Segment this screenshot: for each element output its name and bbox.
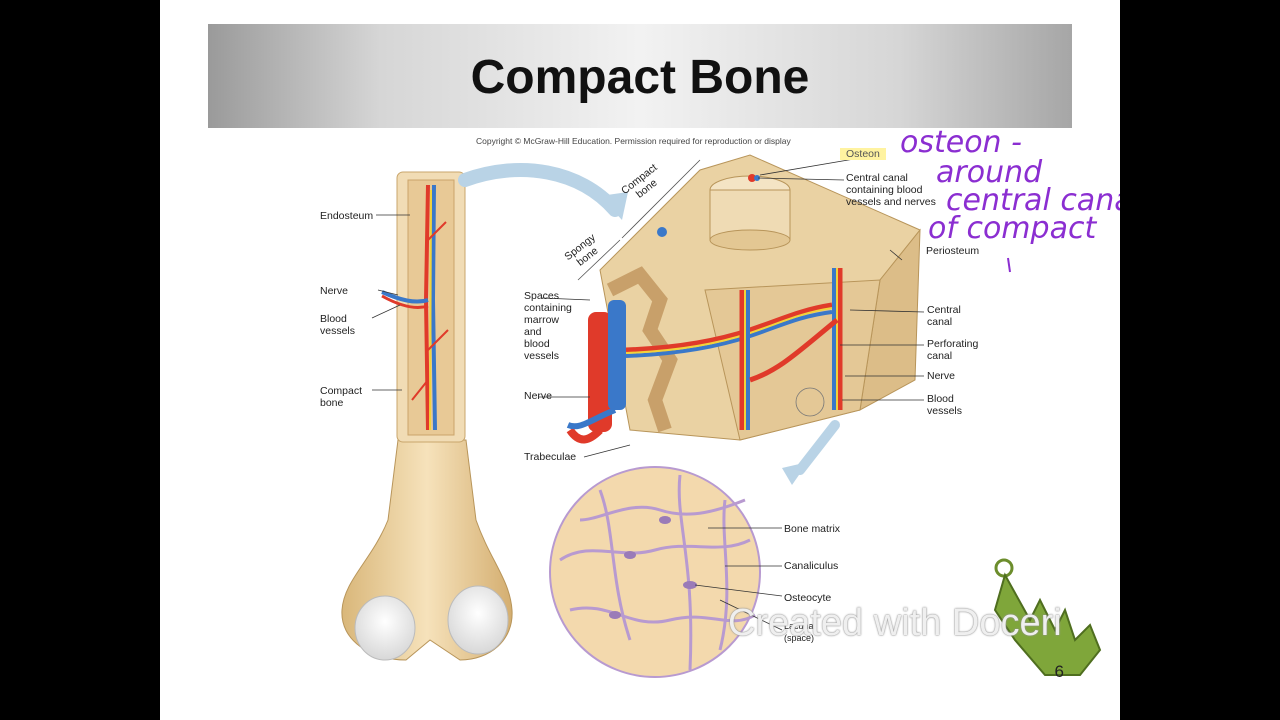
handwriting-line-3: central canal xyxy=(946,183,1120,218)
label-trabeculae: Trabeculae xyxy=(524,451,577,463)
osteocyte-microscopy-illustration xyxy=(549,466,783,678)
label-endosteum: Endosteum xyxy=(320,210,374,222)
label-periosteum: Periosteum xyxy=(926,245,980,257)
label-central-canal-top: Central canal containing blood vessels a… xyxy=(846,172,936,208)
slide: Compact Bone Copyright © McGraw-Hill Edu… xyxy=(160,0,1120,720)
copyright-notice: Copyright © McGraw-Hill Education. Permi… xyxy=(476,136,791,146)
hand-pointer-icon xyxy=(993,558,1102,676)
femur-illustration xyxy=(341,171,513,661)
label-compact-bone-left: Compact bone xyxy=(320,385,363,409)
label-nerve-right: Nerve xyxy=(927,370,956,382)
bone-block-illustration xyxy=(538,154,925,485)
handwriting-line-4: of compact xyxy=(928,211,1097,246)
label-lacuna: Lacuna (space) xyxy=(784,621,815,643)
label-bone-matrix: Bone matrix xyxy=(784,523,841,535)
label-osteocyte: Osteocyte xyxy=(784,592,832,604)
handwriting-line-1: osteon - xyxy=(900,125,1022,160)
label-nerve-left: Nerve xyxy=(320,285,349,297)
label-blood-vessels-right: Blood vessels xyxy=(927,393,963,417)
label-blood-vessels-left: Blood vessels xyxy=(320,313,356,337)
handwriting-line-2: around xyxy=(936,155,1043,190)
doceri-watermark: Created with Doceri xyxy=(728,602,1062,644)
label-nerve-mid: Nerve xyxy=(524,390,553,402)
label-perforating-canal: Perforating canal xyxy=(927,338,979,362)
label-osteon: Osteon xyxy=(840,148,886,160)
label-spaces: Spaces containing marrow and blood vesse… xyxy=(524,290,572,362)
label-central-canal: Central canal xyxy=(927,304,961,328)
bone-diagram xyxy=(341,154,1102,678)
title-bar: Compact Bone xyxy=(208,24,1072,128)
label-canaliculus: Canaliculus xyxy=(784,560,839,572)
slide-title: Compact Bone xyxy=(470,51,810,104)
page-number: 6 xyxy=(1054,662,1064,681)
